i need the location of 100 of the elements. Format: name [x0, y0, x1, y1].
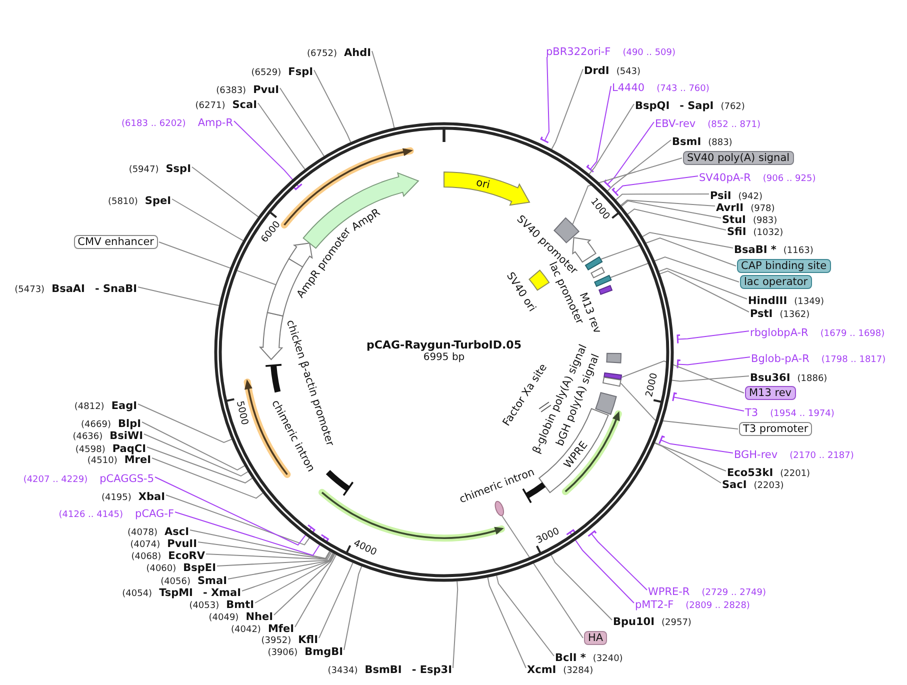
site-position: (3434) — [328, 666, 358, 676]
enzyme-name: BmtI — [226, 599, 254, 611]
leader-line — [654, 442, 722, 484]
enzyme-name: Bsu36I — [750, 372, 790, 384]
site-position: (762) — [720, 102, 745, 112]
feature-block — [594, 274, 612, 287]
leader-line — [152, 458, 264, 499]
site-position: (4598) — [75, 445, 106, 455]
leader-line — [676, 356, 750, 369]
leader-line — [154, 476, 316, 546]
feature-block — [585, 256, 603, 270]
site-position: (2203) — [754, 481, 784, 491]
leader-line — [612, 176, 698, 196]
site-position: (3906) — [268, 648, 298, 658]
leader-line — [258, 102, 306, 170]
enzyme-name: TspMI — [159, 587, 193, 599]
site-position: (543) — [616, 67, 641, 77]
leader-line — [158, 242, 276, 286]
site-position: (4054) — [122, 589, 152, 599]
plasmid-size: 6995 bp — [423, 352, 465, 364]
leader-line — [621, 200, 722, 218]
enzyme-name: MfeI — [268, 623, 294, 635]
primer-range: (2170 .. 2187) — [790, 451, 854, 461]
enzyme-name: Bpu10I — [613, 616, 655, 628]
site-position: (1886) — [797, 374, 828, 384]
leader-line — [502, 516, 584, 638]
leader-line — [672, 376, 750, 382]
leader-line — [610, 256, 740, 282]
leader-line — [654, 442, 726, 472]
leader-line — [600, 237, 736, 266]
enzyme-name: HindIII — [748, 295, 788, 307]
leader-line — [216, 552, 334, 566]
leader-line — [642, 232, 734, 248]
enzyme-name: - Esp3I — [412, 664, 452, 676]
enzyme-name: NheI — [246, 611, 273, 623]
leader-line — [588, 530, 648, 590]
site-position: (883) — [708, 138, 732, 148]
site-position: (4068) — [131, 552, 162, 562]
enzyme-name: BsmI — [672, 136, 702, 148]
leader-line — [172, 198, 244, 242]
leader-line — [604, 122, 654, 188]
site-position: (6752) — [307, 49, 337, 59]
plasmid-name: pCAG-Raygun-TurboID.05 — [366, 338, 522, 352]
enzyme-name: MreI — [124, 454, 151, 466]
site-position: (5947) — [128, 165, 159, 175]
leader-line — [274, 554, 336, 616]
leader-line — [142, 422, 245, 470]
enzyme-name: StuI — [722, 214, 746, 226]
primer-name: rbglobpA-R — [750, 327, 808, 339]
enzyme-name: Eco53kI — [727, 467, 774, 479]
feature-label: ori — [475, 176, 491, 192]
site-position: (1032) — [753, 228, 784, 238]
primer-name: pCAG-F — [135, 508, 174, 520]
site-position: (1349) — [794, 297, 824, 307]
primer-name: L4440 — [612, 82, 645, 94]
site-position: (4510) — [87, 456, 118, 466]
enzyme-name: XcmI — [527, 664, 556, 676]
feature-tag: HA — [584, 631, 608, 645]
leader-line — [294, 554, 337, 628]
primer-range: (1679 .. 1698) — [820, 329, 885, 339]
site-position: (4049) — [208, 613, 239, 623]
enzyme-name: - SapI — [680, 100, 714, 112]
primer-name: WPRE-R — [648, 586, 690, 598]
enzyme-name: DrdI — [584, 65, 610, 77]
site-position: (1362) — [780, 310, 810, 320]
enzyme-name: BsmBI — [364, 664, 402, 676]
primer-range: (4126 .. 4145) — [58, 510, 124, 520]
enzyme-name: BsaBI * — [734, 244, 776, 256]
leader-line — [206, 552, 332, 560]
leader-line — [627, 208, 726, 230]
leader-line — [144, 434, 248, 477]
primer-name: pMT2-F — [635, 599, 674, 611]
leader-line — [551, 68, 584, 150]
leader-line — [192, 166, 259, 218]
leader-line — [190, 530, 330, 559]
site-position: (4053) — [189, 601, 220, 611]
scale-label: 5000 — [234, 400, 250, 426]
enzyme-name: - XmaI — [202, 587, 241, 599]
leader-line — [166, 494, 310, 546]
primer-name: EBV-rev — [655, 118, 696, 130]
leader-line — [314, 70, 352, 143]
feature-tag: lac operator — [740, 275, 812, 289]
site-position: (4195) — [101, 493, 132, 503]
enzyme-name: AscI — [164, 526, 189, 538]
enzyme-name: BspEI — [183, 562, 216, 574]
site-position: (5810) — [108, 197, 138, 207]
primer-range: (852 .. 871) — [708, 120, 760, 130]
primer-name: Amp-R — [198, 117, 233, 129]
leader-line — [616, 194, 710, 200]
enzyme-name: PsiI — [710, 190, 732, 202]
site-position: (4056) — [160, 577, 190, 587]
site-position: (6271) — [195, 101, 226, 111]
feature-block — [604, 372, 622, 380]
leader-line — [540, 56, 550, 144]
enzyme-name: SpeI — [144, 195, 171, 207]
enzyme-name: AvrII — [716, 202, 744, 214]
leader-line — [607, 140, 672, 192]
site-position: (4060) — [146, 564, 176, 574]
scale-label: 2000 — [644, 372, 660, 398]
enzyme-name: BlpI — [118, 418, 141, 430]
